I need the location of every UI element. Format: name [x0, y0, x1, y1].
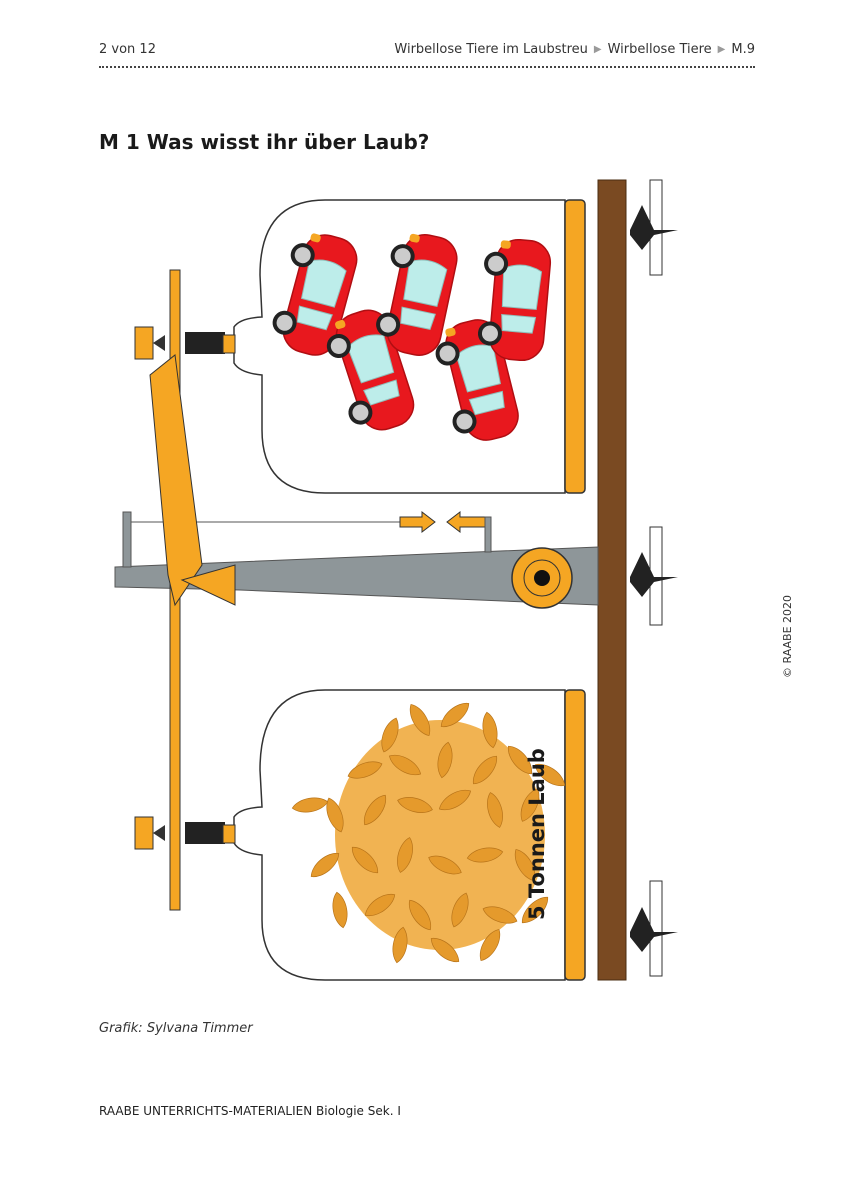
page-header: 2 von 12 Wirbellose Tiere im Laubstreu▶W… — [99, 40, 755, 64]
header-divider — [99, 66, 755, 68]
breadcrumb-item: Wirbellose Tiere — [607, 42, 712, 57]
balance-beam — [114, 546, 599, 606]
upper-jar-rim — [564, 199, 586, 494]
copyright-notice: © RAABE 2020 — [781, 594, 794, 678]
arrow-right-icon — [399, 510, 436, 534]
lower-jar-rim — [564, 689, 586, 981]
jar-label: 5 Tonnen Laub — [525, 748, 549, 920]
page-number: 2 von 12 — [99, 42, 156, 57]
balance-illustration: 5 Tonnen Laub — [114, 179, 678, 981]
gauge-post — [122, 511, 132, 568]
lever-needle — [149, 354, 203, 607]
page-footer: RAABE UNTERRICHTS-MATERIALIEN Biologie S… — [99, 1104, 401, 1118]
page-title: M 1 Was wisst ihr über Laub? — [99, 130, 430, 154]
breadcrumb-item: Wirbellose Tiere im Laubstreu — [394, 42, 588, 57]
post-stands — [630, 179, 678, 977]
figure-caption: Grafik: Sylvana Timmer — [99, 1021, 253, 1036]
breadcrumb-separator-icon: ▶ — [717, 44, 726, 55]
breadcrumb-item: M.9 — [731, 42, 755, 57]
leaf-pile — [290, 697, 570, 968]
balance-post — [597, 179, 627, 981]
breadcrumb-separator-icon: ▶ — [593, 44, 602, 55]
arrow-left-icon — [446, 510, 486, 534]
breadcrumb: Wirbellose Tiere im Laubstreu ▶ Wirbellose… — [394, 42, 755, 57]
